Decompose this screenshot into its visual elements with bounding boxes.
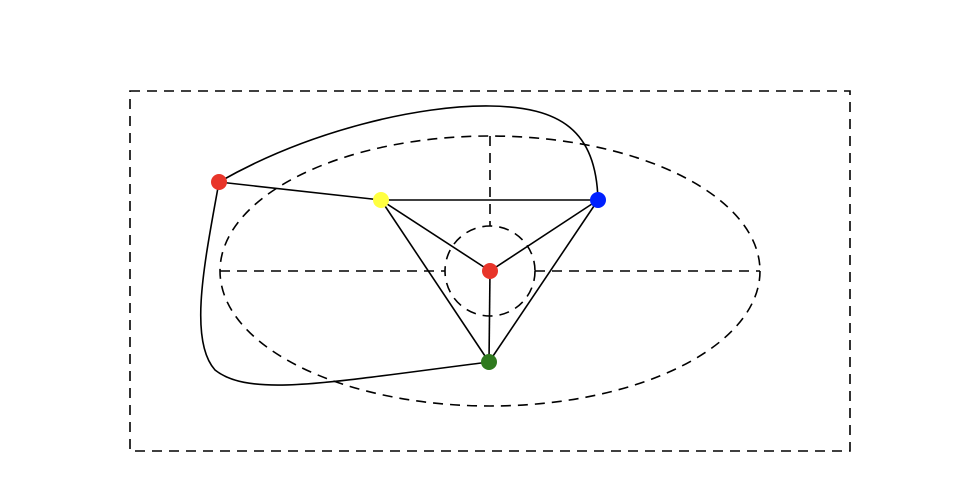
dashed-bounding-rectangle: [129, 90, 851, 452]
edge-outerred-blue-curved: [218, 105, 599, 201]
edge-yellow-centerred: [380, 199, 491, 272]
edge-outerred-green-curved: [199, 181, 490, 386]
edge-centerred-green: [488, 270, 491, 363]
node-outer-red: [211, 174, 227, 190]
node-green: [481, 354, 497, 370]
edge-blue-centerred: [489, 199, 599, 272]
node-yellow: [373, 192, 389, 208]
edge-outerred-yellow: [218, 181, 382, 201]
node-blue: [590, 192, 606, 208]
node-center-red: [482, 263, 498, 279]
edge-yellow-green: [380, 199, 490, 363]
edge-blue-green: [488, 199, 599, 363]
